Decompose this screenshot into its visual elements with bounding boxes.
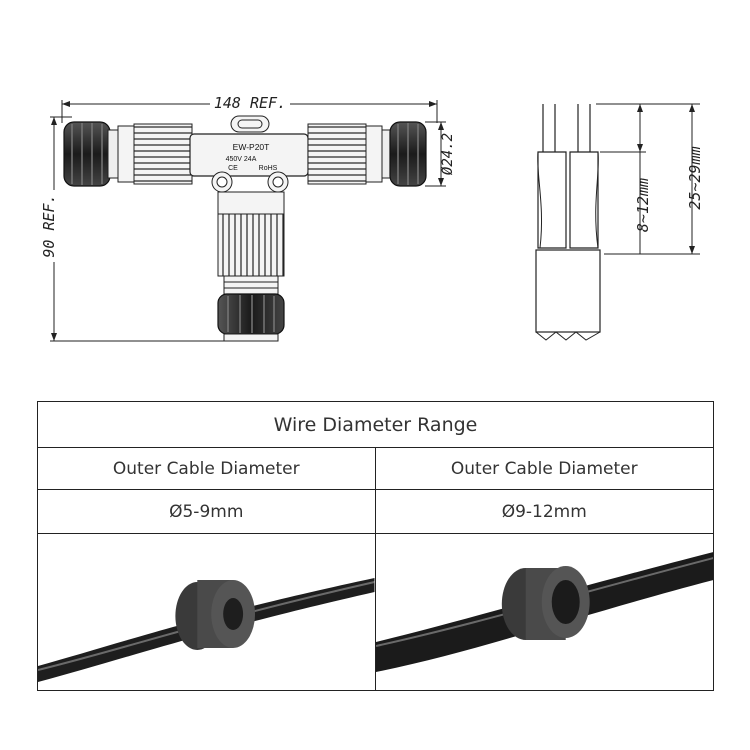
model-label: EW-P20T: [233, 142, 270, 152]
height-dimension-label: 90 REF.: [40, 194, 58, 257]
table-title: Wire Diameter Range: [273, 413, 478, 436]
technical-drawing: 148 REF. 90 REF. Ø24.2: [40, 94, 704, 342]
diameter-value-large: Ø9-12mm: [501, 501, 587, 522]
right-nut: [381, 121, 427, 187]
large-cable-photo: [375, 534, 713, 690]
nut-diameter-dimension: Ø24.2: [425, 121, 456, 187]
height-dimension: 90 REF.: [40, 116, 225, 342]
cable-seal-image: [375, 534, 713, 690]
width-dimension: 148 REF.: [61, 94, 438, 123]
column-header-small: Outer Cable Diameter: [38, 448, 376, 489]
cable-dimension: 25~29mm: [604, 103, 704, 255]
table-value-row: Ø5-9mm Ø9-12mm: [38, 490, 713, 534]
left-body: [117, 123, 193, 185]
table-title-row: Wire Diameter Range: [38, 402, 713, 448]
cable-seal-image: [38, 534, 375, 690]
table-image-row: [38, 534, 713, 690]
left-nut: [63, 121, 119, 187]
cable-drawing: [535, 104, 601, 341]
bottom-branch: [217, 191, 285, 342]
wire-diameter-table: Wire Diameter Range Outer Cable Diameter…: [37, 401, 714, 691]
wire-dimension-label: 8~12mm: [634, 178, 652, 232]
right-body: [307, 123, 383, 185]
rating-label: 450V 24A: [226, 156, 257, 163]
width-dimension-label: 148 REF.: [214, 94, 286, 112]
center-hub: EW-P20T 450V 24A CE RoHS: [189, 115, 309, 193]
table-header-row: Outer Cable Diameter Outer Cable Diamete…: [38, 448, 713, 490]
rohs-label: RoHS: [259, 165, 278, 172]
column-header-large: Outer Cable Diameter: [450, 458, 638, 479]
diameter-value-small: Ø5-9mm: [38, 490, 376, 533]
wire-dimension: 8~12mm: [596, 103, 652, 254]
ce-label: CE: [228, 165, 238, 172]
nut-diameter-label: Ø24.2: [440, 133, 456, 175]
small-cable-photo: [38, 534, 376, 690]
cable-dimension-label: 25~29mm: [686, 146, 704, 209]
